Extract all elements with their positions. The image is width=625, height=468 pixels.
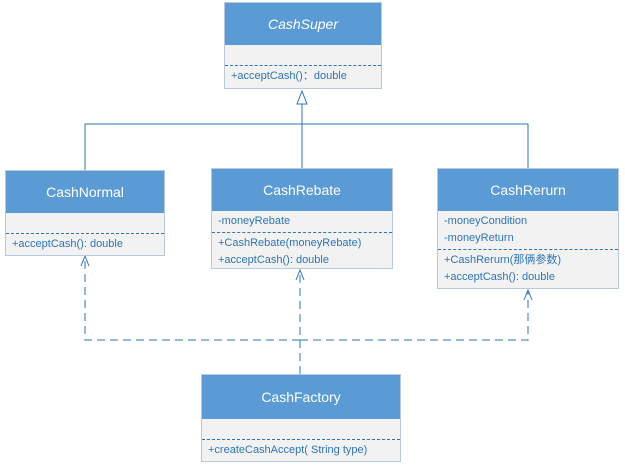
dependency-arrowhead-cash-normal [80, 254, 90, 267]
attributes-cash-rerurn: -moneyCondition -moneyReturn [438, 211, 618, 249]
operations-cash-factory: +createCashAccept( String type) [202, 439, 400, 459]
dependency-line-cash-normal [84, 258, 300, 341]
generalization-line-cash-normal [84, 123, 302, 170]
operation: +acceptCash(): double [218, 254, 329, 266]
dependency-line-cash-rerurn [300, 292, 529, 341]
class-name-cash-super: CashSuper [225, 3, 381, 45]
attributes-cash-factory [202, 419, 400, 439]
class-cash-rerurn[interactable]: CashRerurn -moneyCondition -moneyReturn … [437, 168, 619, 289]
class-cash-super[interactable]: CashSuper +acceptCash()：double [224, 2, 382, 89]
class-name-cash-rerurn: CashRerurn [438, 169, 618, 211]
attributes-cash-normal [6, 213, 164, 233]
generalization-line-cash-rerurn [302, 123, 529, 170]
operation: +CashRerurn(那俩参数) [444, 254, 562, 266]
operation: +CashRebate(moneyRebate) [218, 237, 362, 249]
operations-cash-normal: +acceptCash(): double [6, 233, 164, 253]
class-name-cash-rebate: CashRebate [212, 169, 392, 211]
operations-cash-rebate: +CashRebate(moneyRebate) +acceptCash(): … [212, 232, 392, 269]
dependency-arrowhead-cash-rerurn [523, 288, 533, 301]
operation: +createCashAccept( String type) [208, 444, 368, 456]
dependency-arrowhead-cash-rebate [295, 268, 305, 281]
operations-cash-super: +acceptCash()：double [225, 65, 381, 85]
class-cash-normal[interactable]: CashNormal +acceptCash(): double [5, 170, 165, 256]
attribute: -moneyRebate [218, 215, 291, 227]
attributes-cash-super [225, 45, 381, 65]
generalization-arrowhead [296, 89, 308, 105]
class-name-cash-normal: CashNormal [6, 171, 164, 213]
operation: +acceptCash(): double [444, 271, 555, 283]
operation: +acceptCash(): double [12, 238, 123, 250]
class-name-cash-factory: CashFactory [202, 375, 400, 419]
attribute: -moneyCondition [444, 215, 528, 227]
class-cash-rebate[interactable]: CashRebate -moneyRebate +CashRebate(mone… [211, 168, 393, 269]
operation: +acceptCash()：double [231, 70, 347, 82]
class-cash-factory[interactable]: CashFactory +createCashAccept( String ty… [201, 374, 401, 462]
attributes-cash-rebate: -moneyRebate [212, 211, 392, 232]
attribute: -moneyReturn [444, 232, 514, 244]
operations-cash-rerurn: +CashRerurn(那俩参数) +acceptCash(): double [438, 249, 618, 286]
